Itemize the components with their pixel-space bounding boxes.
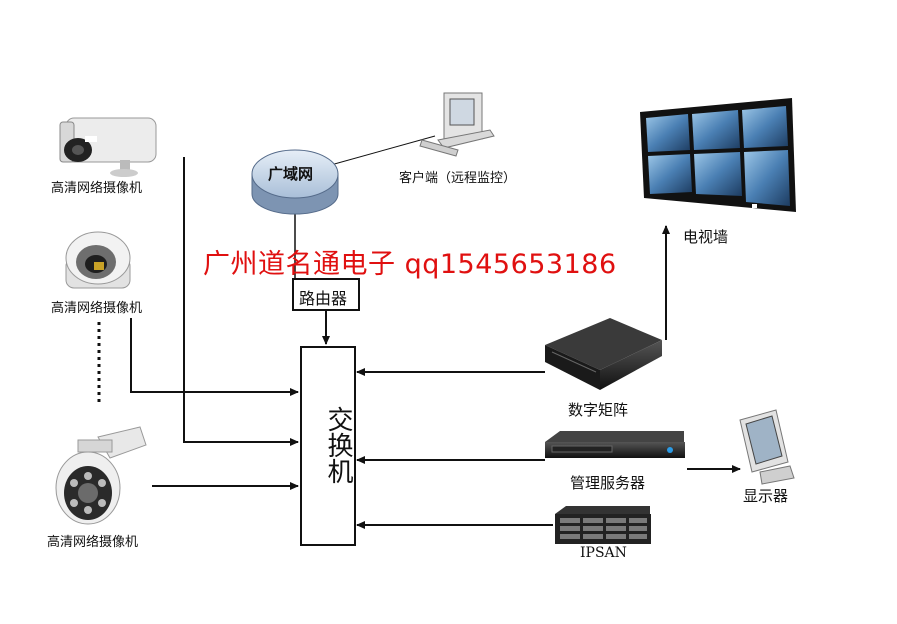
mgmt-server-label: 管理服务器 <box>570 474 646 492</box>
ipsan-label: IPSAN <box>580 545 627 561</box>
switch-label: 交换机 <box>323 406 353 484</box>
router-box: 路由器 <box>292 278 360 311</box>
ptz-camera-label: 高清网络摄像机 <box>47 535 139 550</box>
bullet-camera-icon <box>59 117 157 177</box>
watermark-text: 广州道名通电子 qq1545653186 <box>203 249 617 280</box>
connections <box>130 157 741 529</box>
client-computer-icon <box>419 92 495 157</box>
line-wan-client <box>319 135 436 169</box>
video-wall-label: 电视墙 <box>683 228 729 246</box>
ipsan-storage-icon <box>555 506 651 544</box>
client-label: 客户端（远程监控） <box>399 171 517 186</box>
line-dome-camera <box>130 318 299 396</box>
bullet-camera-label: 高清网络摄像机 <box>51 181 143 196</box>
matrix-label: 数字矩阵 <box>568 401 629 419</box>
switch-box: 交换机 <box>300 346 356 546</box>
management-server-icon <box>545 431 685 458</box>
wan-cylinder-icon <box>251 149 339 215</box>
wan-label: 广域网 <box>268 165 314 183</box>
line-bullet-camera <box>183 157 299 446</box>
ptz-camera-icon <box>55 426 147 525</box>
video-wall-icon <box>640 98 796 212</box>
digital-matrix-icon <box>545 318 662 390</box>
dome-camera-icon <box>65 231 131 289</box>
dome-camera-label: 高清网络摄像机 <box>51 301 143 316</box>
router-label: 路由器 <box>299 289 348 308</box>
display-monitor-icon <box>739 409 795 485</box>
display-label: 显示器 <box>743 487 789 505</box>
